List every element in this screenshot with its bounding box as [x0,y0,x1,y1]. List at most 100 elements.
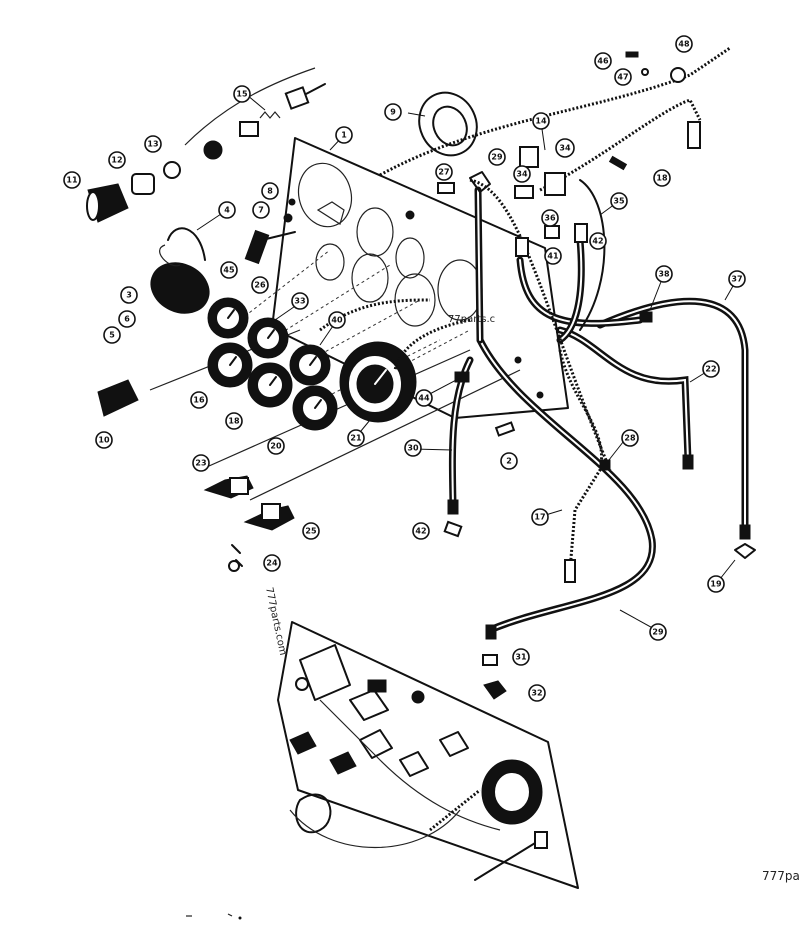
callout-34: 34 [513,165,531,183]
svg-text:12: 12 [111,156,122,165]
svg-text:17: 17 [534,513,545,522]
svg-text:47: 47 [617,73,628,82]
svg-text:32: 32 [531,689,542,698]
gauge-21-tachometer [339,341,417,423]
svg-text:14: 14 [535,117,547,126]
svg-text:6: 6 [124,315,130,324]
callout-18a: 18 [225,412,243,430]
svg-text:27: 27 [438,168,449,177]
callout-40: 40 [328,311,346,329]
svg-text:26: 26 [254,281,266,290]
callout-8: 8 [261,182,279,200]
gauge-18 [247,362,293,408]
svg-text:9: 9 [390,108,396,117]
watermark-vertical: 777parts.com [263,586,288,656]
gauge-top-left [207,297,249,339]
svg-text:7: 7 [258,206,264,215]
callout-27: 27 [435,163,453,181]
gauge-top-mid [247,317,289,359]
callout-15: 15 [233,85,251,103]
svg-text:38: 38 [658,270,670,279]
svg-text:35: 35 [613,197,625,206]
callout-45: 45 [220,261,238,279]
gauge-40 [289,344,331,386]
callout-25: 25 [302,522,320,540]
svg-text:44: 44 [418,394,430,403]
svg-text:2: 2 [506,457,512,466]
callout-14: 14 [532,112,550,130]
callout-12: 12 [108,151,126,169]
callout-3: 3 [120,286,138,304]
svg-text:5: 5 [109,331,115,340]
svg-text:10: 10 [98,436,110,445]
callout-38: 38 [655,265,673,283]
callout-34a: 34 [555,138,575,158]
callout-10: 10 [95,431,113,449]
callout-9: 9 [384,103,402,121]
svg-text:11: 11 [66,176,78,185]
callout-19: 19 [707,575,725,593]
svg-text:8: 8 [267,187,273,196]
svg-text:4: 4 [224,206,230,215]
svg-text:41: 41 [547,252,559,261]
svg-text:46: 46 [597,57,609,66]
svg-text:42: 42 [415,527,426,536]
svg-text:37: 37 [731,275,742,284]
callout-32: 32 [528,684,546,702]
svg-text:23: 23 [195,459,206,468]
callout-33: 33 [291,292,309,310]
callout-6: 6 [118,310,136,328]
watermark-corner: 777pa [762,869,800,883]
svg-text:33: 33 [294,297,305,306]
callout-44: 44 [415,389,433,407]
svg-text:36: 36 [544,214,556,223]
callout-11: 11 [63,171,81,189]
watermark-center: 77parts.c [448,314,495,325]
svg-text:3: 3 [126,291,132,300]
callout-31: 31 [512,648,530,666]
svg-text:24: 24 [266,559,278,568]
svg-text:22: 22 [705,365,716,374]
callout-20: 20 [267,437,285,455]
callouts: 1 2 3 4 5 6 7 8 9 10 11 12 13 14 15 16 1… [63,35,746,702]
callout-26: 26 [251,276,269,294]
callout-29b: 29 [649,623,667,641]
callout-21: 21 [347,429,365,447]
callout-36: 36 [541,209,559,227]
callout-37: 37 [728,270,746,288]
svg-text:45: 45 [223,266,235,275]
svg-text:48: 48 [678,40,690,49]
callout-7: 7 [252,201,270,219]
svg-text:18: 18 [656,174,668,183]
svg-text:19: 19 [710,580,722,589]
svg-text:30: 30 [407,444,419,453]
svg-text:34: 34 [559,144,571,153]
callout-41: 41 [544,247,562,265]
svg-text:13: 13 [147,140,158,149]
svg-text:40: 40 [331,316,343,325]
svg-text:34: 34 [516,170,528,179]
callout-46: 46 [594,52,612,70]
svg-text:15: 15 [236,90,248,99]
callout-29a: 29 [488,148,506,166]
callout-17: 17 [531,508,549,526]
svg-text:25: 25 [305,527,317,536]
svg-text:16: 16 [193,396,205,405]
callout-5: 5 [103,326,121,344]
svg-text:1: 1 [341,131,347,140]
stray-marks [186,913,242,920]
svg-text:42: 42 [592,237,603,246]
svg-text:28: 28 [624,434,636,443]
gauge-16 [207,342,253,388]
callout-42b: 42 [412,522,430,540]
callout-35: 35 [610,192,628,210]
svg-text:29: 29 [652,628,664,637]
svg-text:20: 20 [270,442,282,451]
gauge-cluster [207,297,417,431]
svg-text:31: 31 [515,653,527,662]
callout-2: 2 [500,452,518,470]
callout-24: 24 [263,554,281,572]
svg-text:29: 29 [491,153,503,162]
callout-22: 22 [702,360,720,378]
